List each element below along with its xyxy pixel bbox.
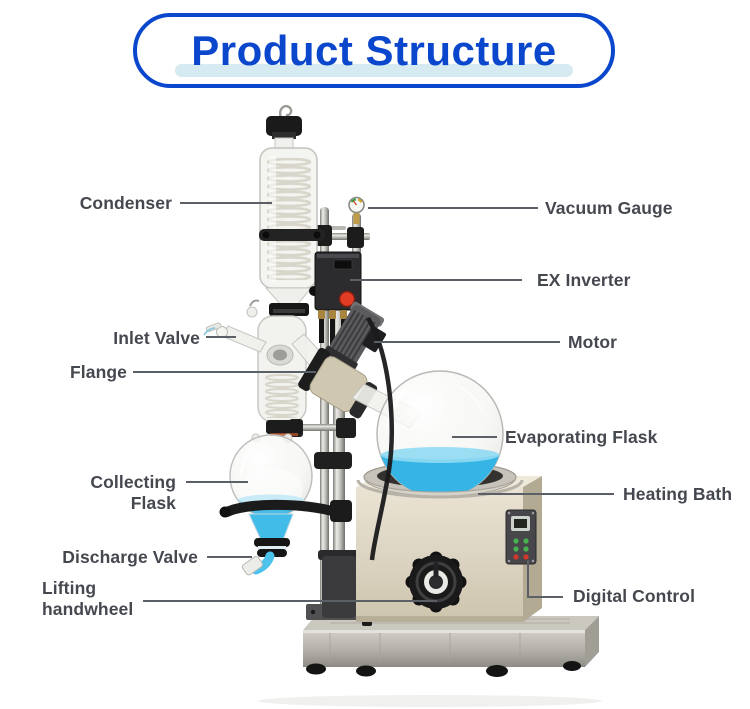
leader-condenser	[180, 202, 272, 204]
leader-lifting-handwheel	[143, 600, 437, 602]
flange-graphic	[298, 347, 331, 392]
base-plate-graphic	[303, 616, 599, 677]
label-heating-bath: Heating Bath	[623, 484, 733, 504]
condenser-graphic	[259, 104, 318, 316]
power-cable	[366, 316, 394, 561]
label-evaporating-flask: Evaporating Flask	[505, 427, 658, 447]
label-ex-inverter: EX Inverter	[537, 270, 631, 290]
label-vacuum-gauge: Vacuum Gauge	[545, 198, 673, 218]
leader-discharge-valve	[207, 556, 252, 558]
leader-inlet-valve	[206, 336, 236, 338]
vacuum-gauge-graphic	[348, 196, 365, 224]
leader-motor	[374, 341, 560, 343]
condenser-clamp	[259, 229, 325, 241]
leader-vacuum-gauge	[368, 207, 538, 209]
page-title: Product Structure	[191, 26, 557, 74]
lifting-handwheel-graphic	[405, 551, 467, 613]
leader-digital-control	[527, 596, 563, 598]
inverter-red-button	[338, 290, 356, 308]
leader-ex-inverter	[350, 279, 522, 281]
label-motor: Motor	[568, 332, 618, 352]
bath-front-rim	[363, 476, 517, 497]
label-flange: Flange	[70, 362, 127, 382]
evaporating-flask-graphic	[351, 370, 504, 498]
leader-heating-bath	[478, 493, 614, 495]
label-collecting-flask: Collecting Flask	[90, 472, 176, 514]
title-underline	[175, 64, 573, 77]
leader-flange	[133, 371, 316, 373]
bath-drip-ring	[356, 479, 524, 499]
label-discharge-valve: Discharge Valve	[62, 547, 198, 567]
title-banner: Product Structure	[133, 13, 615, 88]
leader-evaporating-flask	[452, 436, 497, 438]
inlet-valve-graphic	[203, 322, 228, 338]
digital-control-graphic	[505, 509, 537, 565]
leader-digital-control-vertical	[527, 560, 529, 598]
leader-collecting-flask	[186, 481, 248, 483]
label-condenser: Condenser	[79, 193, 172, 213]
discharge-valve-graphic	[241, 538, 290, 576]
label-digital-control: Digital Control	[573, 586, 696, 606]
ex-inverter-graphic	[309, 251, 362, 347]
label-inlet-valve: Inlet Valve	[113, 328, 200, 348]
ground-shadow	[258, 695, 602, 707]
collecting-flask-graphic	[219, 433, 352, 576]
label-lifting-handwheel: Lifting handwheel	[42, 578, 134, 620]
flask-support-arm	[222, 499, 341, 517]
